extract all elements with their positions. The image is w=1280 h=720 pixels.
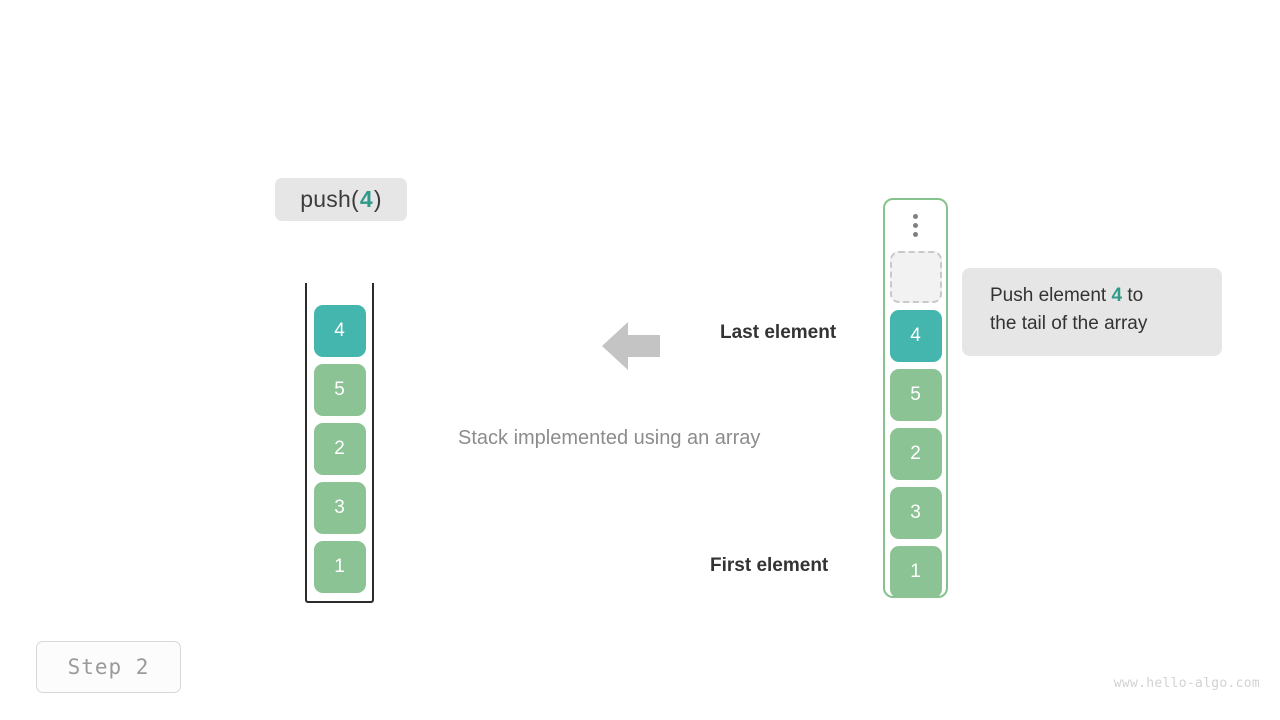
- operation-value: 4: [359, 186, 373, 212]
- array-empty-slot[interactable]: [889, 251, 942, 303]
- stack-item-value: 3: [334, 497, 345, 518]
- explanation-tooltip: Push element 4 to the tail of the array: [962, 268, 1222, 356]
- array-item-value: 4: [910, 325, 921, 346]
- stack-container-frame: [305, 283, 374, 603]
- stack-visualization: 4 5 2 3 1: [305, 283, 374, 603]
- operation-prefix: push(: [300, 186, 359, 212]
- stack-item-value: 1: [334, 556, 345, 577]
- stack-item[interactable]: 3: [313, 482, 366, 534]
- array-item-value: 5: [910, 384, 921, 405]
- first-element-label: First element: [710, 555, 829, 576]
- array-item[interactable]: 5: [889, 369, 942, 421]
- array-item-value: 1: [910, 561, 921, 582]
- vertical-ellipsis-icon: [890, 206, 942, 244]
- ellipsis-dot: [913, 222, 918, 228]
- array-item-value: 2: [910, 443, 921, 464]
- array-item[interactable]: 1: [889, 546, 942, 598]
- stack-item[interactable]: 2: [313, 423, 366, 475]
- watermark: www.hello-algo.com: [1113, 676, 1260, 691]
- stack-item[interactable]: 5: [313, 364, 366, 416]
- array-item[interactable]: 4: [889, 310, 942, 362]
- stack-item[interactable]: 1: [313, 541, 366, 593]
- array-visualization: 4 5 2 3 1: [883, 198, 948, 598]
- tooltip-line1-prefix: Push element: [990, 285, 1112, 306]
- ellipsis-dot: [913, 213, 918, 219]
- operation-label: push(4): [275, 178, 407, 221]
- array-item-list: 4 5 2 3 1: [889, 206, 942, 598]
- stack-item-value: 5: [334, 379, 345, 400]
- step-badge: Step 2: [36, 641, 181, 693]
- step-label: Step 2: [67, 655, 150, 679]
- arrow-left-icon: [602, 322, 660, 370]
- tooltip-line2: the tail of the array: [990, 313, 1148, 334]
- operation-suffix: ): [373, 186, 382, 212]
- ellipsis-dot: [913, 231, 918, 237]
- tooltip-line1-suffix: to: [1122, 285, 1144, 306]
- stack-item-value: 4: [334, 320, 345, 341]
- last-element-label: Last element: [720, 322, 837, 343]
- array-item-value: 3: [910, 502, 921, 523]
- stack-item-value: 2: [334, 438, 345, 459]
- stack-item[interactable]: 4: [313, 305, 366, 357]
- array-item[interactable]: 2: [889, 428, 942, 480]
- tooltip-line1-accent: 4: [1111, 285, 1123, 306]
- stack-item-list: 4 5 2 3 1: [313, 305, 366, 593]
- stack-caption: Stack implemented using an array: [458, 427, 761, 449]
- array-item[interactable]: 3: [889, 487, 942, 539]
